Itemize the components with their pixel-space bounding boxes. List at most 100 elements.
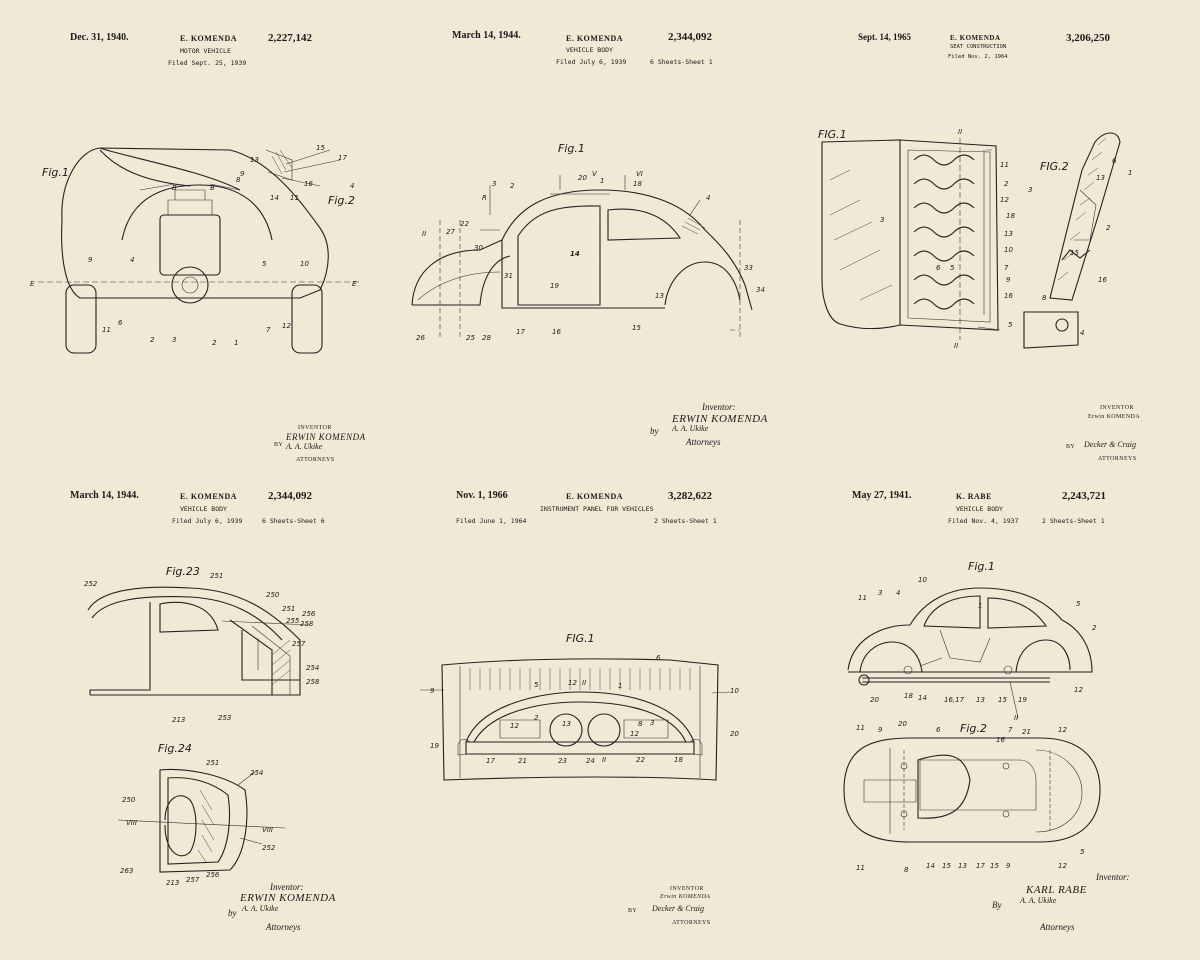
attorneys-label: Attorneys	[686, 437, 721, 447]
svg-text:258: 258	[306, 678, 320, 686]
figure-label: Fig.1	[968, 560, 995, 573]
patent-panel-vehicle-body-sheet-6: March 14, 1944. E. KOMENDA 2,344,092 VEH…	[0, 480, 400, 960]
inventor-label: Inventor:	[1096, 872, 1130, 882]
svg-text:5: 5	[1008, 321, 1013, 329]
patent-sheets: 6 Sheets-Sheet 6	[262, 517, 325, 525]
svg-text:7: 7	[1008, 726, 1013, 734]
svg-text:16: 16	[1098, 276, 1107, 284]
svg-text:2: 2	[212, 339, 217, 347]
svg-text:33: 33	[744, 264, 753, 272]
svg-text:10: 10	[300, 260, 309, 268]
patent-date: Dec. 31, 1940.	[70, 32, 129, 43]
patent-filed: Filed June 1, 1964	[456, 517, 527, 525]
svg-text:11: 11	[1000, 161, 1009, 169]
svg-text:E: E	[30, 280, 35, 288]
svg-text:17: 17	[338, 154, 347, 162]
svg-text:R: R	[482, 194, 487, 202]
patent-date: Sept. 14, 1965	[858, 32, 912, 42]
patent-date: March 14, 1944.	[70, 490, 139, 501]
svg-text:252: 252	[262, 844, 276, 852]
patent-number: 2,344,092	[668, 31, 712, 43]
svg-text:5: 5	[1080, 848, 1085, 856]
svg-text:1: 1	[618, 682, 622, 690]
svg-text:256: 256	[302, 610, 316, 618]
patent-filed: Filed Nov. 2, 1964	[948, 54, 1008, 60]
inventor-label: Inventor:	[702, 402, 736, 412]
svg-text:13: 13	[250, 156, 259, 164]
by-label: By	[992, 900, 1002, 910]
svg-text:15: 15	[998, 696, 1007, 704]
svg-text:17: 17	[516, 328, 525, 336]
svg-text:4: 4	[1080, 329, 1084, 337]
svg-text:24: 24	[586, 757, 595, 765]
svg-text:20: 20	[578, 174, 587, 182]
patent-filed: Filed Sept. 25, 1939	[168, 59, 247, 67]
figure-label: Fig.1	[42, 166, 69, 179]
svg-text:12: 12	[568, 679, 577, 687]
patent-date: May 27, 1941.	[852, 490, 912, 501]
svg-text:10: 10	[730, 687, 739, 695]
svg-text:250: 250	[266, 591, 280, 599]
svg-text:257: 257	[292, 640, 306, 648]
attorneys-label: ATTORNEYS	[1098, 456, 1137, 462]
patent-panel-vehicle-body-rabe: May 27, 1941. K. RABE 2,243,721 VEHICLE …	[800, 480, 1200, 960]
svg-text:11: 11	[858, 594, 867, 602]
svg-text:3: 3	[1028, 186, 1032, 194]
svg-text:257: 257	[186, 876, 200, 884]
by-label: BY	[628, 908, 638, 914]
patent-title: INSTRUMENT PANEL FOR VEHICLES	[540, 505, 654, 513]
svg-text:5: 5	[1076, 600, 1081, 608]
svg-text:15: 15	[316, 144, 325, 152]
svg-text:251: 251	[210, 572, 223, 580]
svg-text:9: 9	[1006, 276, 1011, 284]
svg-text:4: 4	[130, 256, 134, 264]
svg-text:9: 9	[878, 726, 883, 734]
patent-inventor: E. KOMENDA	[566, 34, 623, 43]
svg-text:23: 23	[558, 757, 567, 765]
attorney-signature: A. A. Ukike	[242, 904, 279, 913]
svg-text:13: 13	[1004, 230, 1013, 238]
svg-text:30: 30	[474, 244, 483, 252]
svg-text:6: 6	[1112, 157, 1117, 165]
svg-text:256: 256	[206, 871, 220, 879]
inventor-name: ERWIN KOMENDA	[672, 413, 768, 425]
svg-text:13: 13	[562, 720, 571, 728]
attorneys-label: ATTORNEYS	[672, 920, 711, 926]
svg-text:17: 17	[486, 757, 495, 765]
svg-text:12: 12	[1000, 196, 1009, 204]
patent-panel-vehicle-body-sheet-1: March 14, 1944. E. KOMENDA 2,344,092 VEH…	[400, 0, 800, 480]
inventor-name: Erwin KOMENDA	[1088, 414, 1141, 420]
svg-text:25: 25	[466, 334, 475, 342]
patent-sheets: 2 Sheets-Sheet 1	[1042, 517, 1105, 525]
svg-text:8: 8	[1042, 294, 1047, 302]
inventor-label: INVENTOR	[1100, 405, 1134, 411]
patent-filed: Filed July 6, 1939	[556, 58, 627, 66]
svg-text:28: 28	[482, 334, 491, 342]
patent-panel-motor-vehicle: Dec. 31, 1940. E. KOMENDA 2,227,142 MOTO…	[0, 0, 400, 480]
svg-text:II: II	[954, 342, 958, 350]
svg-text:255: 255	[286, 617, 300, 625]
svg-text:11: 11	[856, 724, 865, 732]
svg-text:2: 2	[1106, 224, 1111, 232]
svg-text:7: 7	[1004, 264, 1009, 272]
svg-text:6: 6	[656, 654, 661, 662]
svg-text:18: 18	[633, 180, 642, 188]
svg-text:31: 31	[504, 272, 513, 280]
patent-number: 3,206,250	[1066, 32, 1110, 44]
svg-text:VI: VI	[636, 170, 643, 178]
svg-text:9: 9	[430, 687, 435, 695]
svg-text:14: 14	[918, 694, 927, 702]
svg-text:17: 17	[976, 862, 985, 870]
svg-text:VIII: VIII	[262, 826, 273, 834]
figure-label: FIG.2	[1040, 160, 1069, 173]
svg-text:14: 14	[926, 862, 935, 870]
svg-text:18: 18	[904, 692, 913, 700]
svg-text:12: 12	[1058, 862, 1067, 870]
svg-text:15: 15	[942, 862, 951, 870]
svg-text:9: 9	[1006, 862, 1011, 870]
attorney-signature: A. A. Ukike	[286, 442, 323, 451]
svg-text:12: 12	[630, 730, 639, 738]
figure-label: Fig.2	[328, 194, 355, 207]
